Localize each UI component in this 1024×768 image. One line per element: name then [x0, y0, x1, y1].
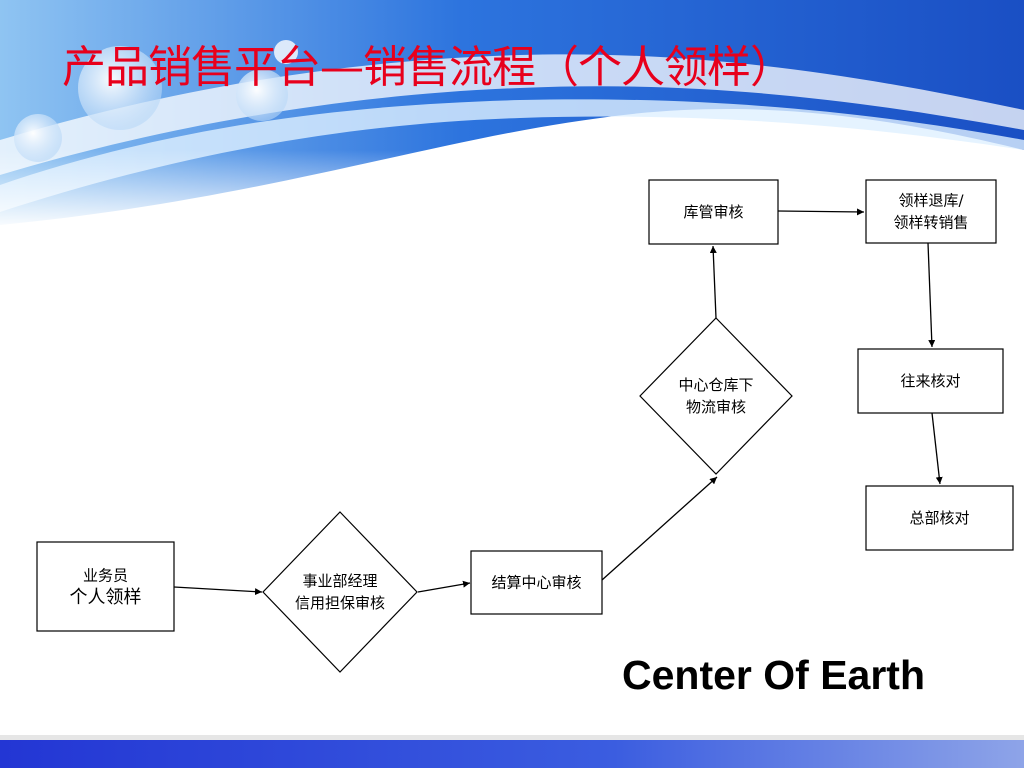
flow-node-shape	[648, 179, 779, 245]
page-title: 产品销售平台—销售流程（个人领样）	[62, 42, 794, 93]
flow-arrow-warehouse-logistics-to-warehouse-keeper	[709, 245, 717, 319]
flow-node-shape	[865, 179, 997, 244]
flow-arrow-account-check-to-hq-check	[931, 412, 943, 485]
flow-node-shape	[857, 348, 1004, 414]
flow-node-label: 事业部经理	[302, 572, 377, 590]
header-banner	[0, 0, 1024, 230]
flow-node-label: 业务员	[83, 567, 128, 585]
flow-node-shape	[470, 550, 603, 615]
flow-nodes: 业务员个人领样事业部经理信用担保审核结算中心审核中心仓库下物流审核库管审核领样退…	[36, 179, 1014, 673]
flow-node-shape	[262, 511, 418, 673]
flow-node-return-or-sale: 领样退库/领样转销售	[865, 179, 997, 244]
flow-node-account-check: 往来核对	[857, 348, 1004, 414]
flow-node-label: 物流审核	[686, 398, 746, 416]
flow-arrow-return-or-sale-to-account-check	[927, 242, 936, 348]
flow-node-shape	[865, 485, 1014, 551]
flow-node-label: 往来核对	[900, 372, 960, 390]
flow-node-label: 个人领样	[70, 587, 142, 608]
flow-node-label: 信用担保审核	[295, 594, 385, 612]
flow-node-hq-check: 总部核对	[865, 485, 1014, 551]
flow-edges	[173, 208, 943, 596]
flow-node-label: 总部核对	[909, 509, 969, 527]
flow-node-label: 中心仓库下	[678, 376, 753, 394]
flow-node-label: 结算中心审核	[491, 574, 581, 592]
flow-node-label: 领样退库/	[898, 192, 964, 210]
flow-node-warehouse-keeper: 库管审核	[648, 179, 779, 245]
flow-arrow-warehouse-keeper-to-return-or-sale	[777, 208, 865, 216]
flow-arrow-settlement-to-warehouse-logistics	[601, 476, 718, 581]
flow-arrow-dept-manager-to-settlement	[417, 580, 471, 593]
flow-node-label: 库管审核	[683, 203, 743, 221]
flow-node-shape	[639, 317, 793, 475]
flow-node-shape	[36, 541, 175, 632]
flow-node-label: 领样转销售	[893, 214, 968, 232]
flow-node-settlement: 结算中心审核	[470, 550, 603, 615]
bottom-bar	[0, 735, 1024, 768]
flow-arrow-start-to-dept-manager	[173, 586, 263, 596]
footer-brand-text: Center Of Earth	[622, 652, 925, 698]
